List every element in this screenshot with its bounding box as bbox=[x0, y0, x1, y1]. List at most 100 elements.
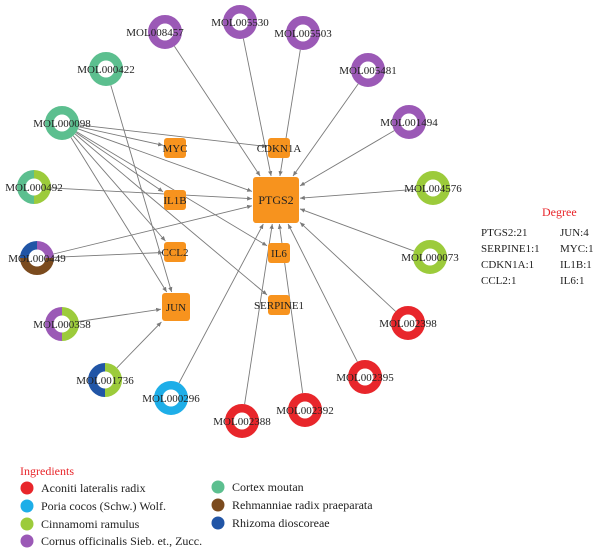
molecule-label: MOL000449 bbox=[8, 253, 66, 265]
target-box bbox=[164, 190, 186, 210]
molecule-node-mol002388[interactable]: MOL002388 bbox=[213, 404, 271, 438]
edge-MOL000098-JUN bbox=[70, 137, 168, 293]
molecule-label: MOL002395 bbox=[336, 372, 394, 384]
edge-MOL000422-JUN bbox=[110, 85, 173, 293]
molecule-node-mol001736[interactable]: MOL001736 bbox=[76, 363, 134, 397]
target-box bbox=[268, 138, 290, 158]
degree-entry: CDKN1A:1 bbox=[481, 259, 534, 271]
target-node-ccl2[interactable]: CCL2 bbox=[162, 242, 189, 262]
legend-swatch bbox=[211, 480, 225, 494]
target-node-il6[interactable]: IL6 bbox=[268, 243, 290, 263]
degree-title: Degree bbox=[542, 205, 577, 219]
legend-swatch bbox=[20, 534, 34, 548]
legend-label: Cornus officinalis Sieb. et., Zucc. bbox=[41, 534, 202, 548]
molecule-node-mol001494[interactable]: MOL001494 bbox=[380, 105, 438, 139]
target-label: MYC bbox=[162, 143, 187, 155]
molecule-label: MOL000358 bbox=[33, 319, 91, 331]
molecule-nodes-layer: MOL005530MOL005503MOL005481MOL001494MOL0… bbox=[5, 5, 462, 438]
edge-MOL000358-JUN bbox=[78, 307, 162, 322]
molecule-label: MOL000098 bbox=[33, 118, 91, 130]
target-box bbox=[268, 243, 290, 263]
donut-segment-cinnamomi bbox=[105, 363, 123, 397]
molecule-label: MOL005481 bbox=[339, 65, 396, 77]
edge-MOL002388-PTGS2 bbox=[244, 223, 274, 405]
molecule-node-mol000073[interactable]: MOL000073 bbox=[401, 240, 459, 274]
molecule-node-mol000449[interactable]: MOL000449 bbox=[8, 241, 66, 275]
donut-ring bbox=[89, 52, 123, 86]
edge-MOL008457-PTGS2 bbox=[174, 45, 261, 177]
molecule-node-mol008457[interactable]: MOL008457 bbox=[126, 15, 184, 49]
molecule-node-mol002398[interactable]: MOL002398 bbox=[379, 306, 437, 340]
donut-ring bbox=[288, 393, 322, 427]
edges-layer bbox=[50, 38, 417, 405]
edge-MOL000098-IL6 bbox=[76, 131, 268, 247]
target-node-il1b[interactable]: IL1B bbox=[163, 190, 187, 210]
degree-entry: CCL2:1 bbox=[481, 275, 516, 287]
legend-label: Rhizoma dioscoreae bbox=[232, 516, 330, 530]
molecule-label: MOL000422 bbox=[77, 64, 134, 76]
edge-MOL000296-PTGS2 bbox=[178, 223, 264, 384]
edge-MOL001494-PTGS2 bbox=[299, 130, 395, 187]
target-box bbox=[162, 293, 190, 321]
target-label: SERPINE1 bbox=[254, 300, 304, 312]
molecule-label: MOL002398 bbox=[379, 318, 437, 330]
molecule-label: MOL000073 bbox=[401, 252, 459, 264]
donut-ring bbox=[351, 53, 385, 87]
target-node-cdkn1a[interactable]: CDKN1A bbox=[257, 138, 302, 158]
degree-entry: PTGS2:21 bbox=[481, 227, 527, 239]
molecule-node-mol000358[interactable]: MOL000358 bbox=[33, 307, 91, 341]
donut-ring bbox=[348, 360, 382, 394]
target-label: CDKN1A bbox=[257, 143, 302, 155]
target-label: JUN bbox=[166, 302, 186, 314]
donut-segment-rhizoma bbox=[87, 363, 105, 397]
legend-item-cortex: Cortex moutan bbox=[211, 480, 304, 494]
molecule-node-mol002392[interactable]: MOL002392 bbox=[276, 393, 334, 427]
degree-entry: JUN:4 bbox=[560, 227, 589, 239]
edge-MOL000098-CCL2 bbox=[72, 135, 166, 242]
edge-MOL000449-CCL2 bbox=[53, 250, 164, 258]
target-node-ptgs2[interactable]: PTGS2 bbox=[253, 177, 299, 223]
legend-swatch bbox=[211, 498, 225, 512]
molecule-node-mol000296[interactable]: MOL000296 bbox=[142, 381, 200, 415]
edge-MOL005481-PTGS2 bbox=[292, 83, 359, 177]
target-label: CCL2 bbox=[162, 247, 189, 259]
molecule-node-mol000098[interactable]: MOL000098 bbox=[33, 106, 91, 140]
molecule-label: MOL002392 bbox=[276, 405, 333, 417]
molecule-label: MOL000296 bbox=[142, 393, 200, 405]
molecule-node-mol004576[interactable]: MOL004576 bbox=[404, 171, 462, 205]
molecule-label: MOL008457 bbox=[126, 27, 184, 39]
molecule-node-mol005503[interactable]: MOL005503 bbox=[274, 16, 332, 50]
target-node-jun[interactable]: JUN bbox=[162, 293, 190, 321]
donut-ring bbox=[223, 5, 257, 39]
target-node-myc[interactable]: MYC bbox=[162, 138, 188, 158]
target-node-serpine1[interactable]: SERPINE1 bbox=[254, 295, 304, 315]
ingredients-legend: Ingredients Aconiti lateralis radixPoria… bbox=[20, 464, 373, 548]
molecule-node-mol002395[interactable]: MOL002395 bbox=[336, 360, 394, 394]
molecule-label: MOL004576 bbox=[404, 183, 462, 195]
target-box bbox=[268, 295, 290, 315]
edge-MOL000098-SERPINE1 bbox=[74, 133, 268, 296]
legend-swatch bbox=[20, 481, 34, 495]
donut-ring bbox=[148, 15, 182, 49]
edge-MOL004576-PTGS2 bbox=[299, 188, 417, 200]
legend-item-cinnamomi: Cinnamomi ramulus bbox=[20, 517, 140, 531]
degree-entry: IL1B:1 bbox=[560, 259, 592, 271]
donut-ring bbox=[45, 106, 79, 140]
molecule-label: MOL005503 bbox=[274, 28, 332, 40]
molecule-node-mol000492[interactable]: MOL000492 bbox=[5, 170, 63, 204]
legend-item-poria: Poria cocos (Schw.) Wolf. bbox=[20, 499, 166, 513]
edge-MOL000098-MYC bbox=[78, 126, 164, 147]
edge-MOL002398-PTGS2 bbox=[299, 222, 396, 312]
molecule-node-mol005481[interactable]: MOL005481 bbox=[339, 53, 397, 87]
molecule-node-mol000422[interactable]: MOL000422 bbox=[77, 52, 135, 86]
donut-ring bbox=[286, 16, 320, 50]
donut-ring bbox=[416, 171, 450, 205]
donut-segment-cornus bbox=[44, 307, 62, 341]
molecule-node-mol005530[interactable]: MOL005530 bbox=[211, 5, 269, 39]
edge-MOL002395-PTGS2 bbox=[287, 223, 358, 363]
donut-segment-cinnamomi bbox=[62, 307, 80, 341]
edge-MOL005530-PTGS2 bbox=[242, 38, 273, 177]
